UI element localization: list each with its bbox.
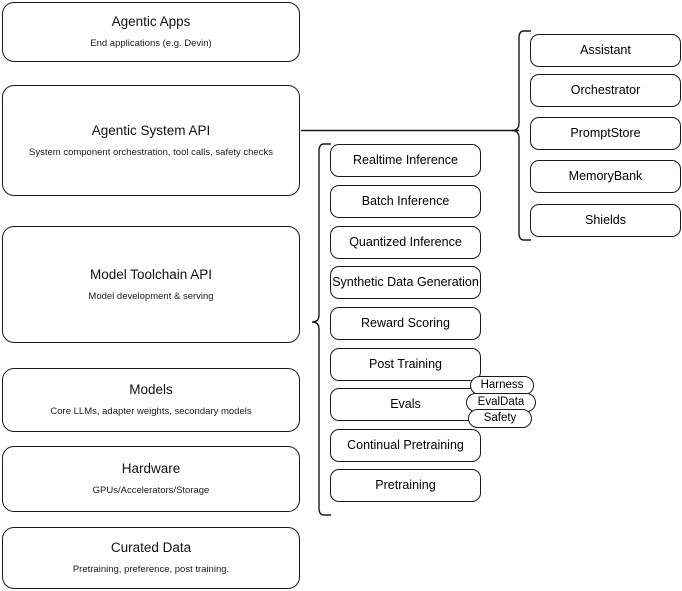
system-component-shields[interactable]: Shields — [530, 204, 681, 237]
layer-title: Agentic System API — [91, 122, 211, 138]
layer-subtitle: Pretraining, preference, post training. — [72, 564, 230, 575]
system-component-label: Shields — [585, 212, 626, 227]
layer-title: Curated Data — [110, 540, 192, 556]
layer-title: Models — [129, 382, 173, 398]
layer-subtitle: Model development & serving — [88, 290, 214, 302]
capability-evals[interactable]: Evals — [330, 388, 481, 421]
capability-reward-scoring[interactable]: Reward Scoring — [330, 307, 481, 340]
capability-label: Continual Pretraining — [347, 437, 464, 452]
capability-realtime-inference[interactable]: Realtime Inference — [330, 144, 481, 177]
evals-subcomponent-label: Harness — [480, 379, 524, 392]
layer-subtitle: Core LLMs, adapter weights, secondary mo… — [50, 406, 252, 417]
evals-subcomponent-label: Safety — [483, 412, 517, 425]
capability-label: Reward Scoring — [361, 315, 450, 330]
capability-pretraining[interactable]: Pretraining — [330, 469, 481, 502]
layer-subtitle: System component orchestration, tool cal… — [29, 146, 273, 158]
system-component-memorybank[interactable]: MemoryBank — [530, 160, 681, 193]
toolchain-capabilities-brace — [311, 143, 331, 516]
capability-label: Evals — [390, 396, 421, 411]
system-component-label: Orchestrator — [570, 82, 641, 97]
capability-quantized-inference[interactable]: Quantized Inference — [330, 226, 481, 259]
system-component-label: Assistant — [580, 42, 631, 57]
evals-subcomponent-safety[interactable]: Safety — [468, 409, 532, 428]
layer-agentic-system-api[interactable]: Agentic System API System component orch… — [2, 85, 300, 196]
capability-synthetic-data-generation[interactable]: Synthetic Data Generation — [330, 266, 481, 299]
system-component-label: MemoryBank — [568, 168, 643, 183]
layer-agentic-apps[interactable]: Agentic Apps End applications (e.g. Devi… — [2, 2, 300, 62]
system-components-brace — [511, 30, 531, 241]
layer-model-toolchain-api[interactable]: Model Toolchain API Model development & … — [2, 226, 300, 343]
system-component-label: PromptStore — [570, 125, 641, 140]
layer-curated-data[interactable]: Curated Data Pretraining, preference, po… — [2, 527, 300, 589]
capability-post-training[interactable]: Post Training — [330, 348, 481, 381]
capability-label: Batch Inference — [361, 193, 450, 208]
capability-label: Post Training — [369, 356, 442, 371]
capability-continual-pretraining[interactable]: Continual Pretraining — [330, 429, 481, 462]
layer-subtitle: GPUs/Accelerators/Storage — [92, 485, 210, 496]
capability-label: Pretraining — [375, 477, 436, 492]
layer-title: Agentic Apps — [111, 14, 191, 30]
layer-title: Hardware — [121, 461, 181, 477]
capability-label: Synthetic Data Generation — [332, 274, 479, 289]
layer-models[interactable]: Models Core LLMs, adapter weights, secon… — [2, 368, 300, 432]
evals-subcomponent-label: EvalData — [477, 396, 525, 409]
capability-label: Realtime Inference — [353, 152, 458, 167]
system-component-promptstore[interactable]: PromptStore — [530, 117, 681, 150]
layer-hardware[interactable]: Hardware GPUs/Accelerators/Storage — [2, 446, 300, 512]
layer-title: Model Toolchain API — [89, 266, 213, 282]
capability-label: Quantized Inference — [349, 234, 462, 249]
layer-subtitle: End applications (e.g. Devin) — [90, 38, 212, 49]
system-component-assistant[interactable]: Assistant — [530, 34, 681, 67]
system-component-orchestrator[interactable]: Orchestrator — [530, 74, 681, 107]
capability-batch-inference[interactable]: Batch Inference — [330, 185, 481, 218]
